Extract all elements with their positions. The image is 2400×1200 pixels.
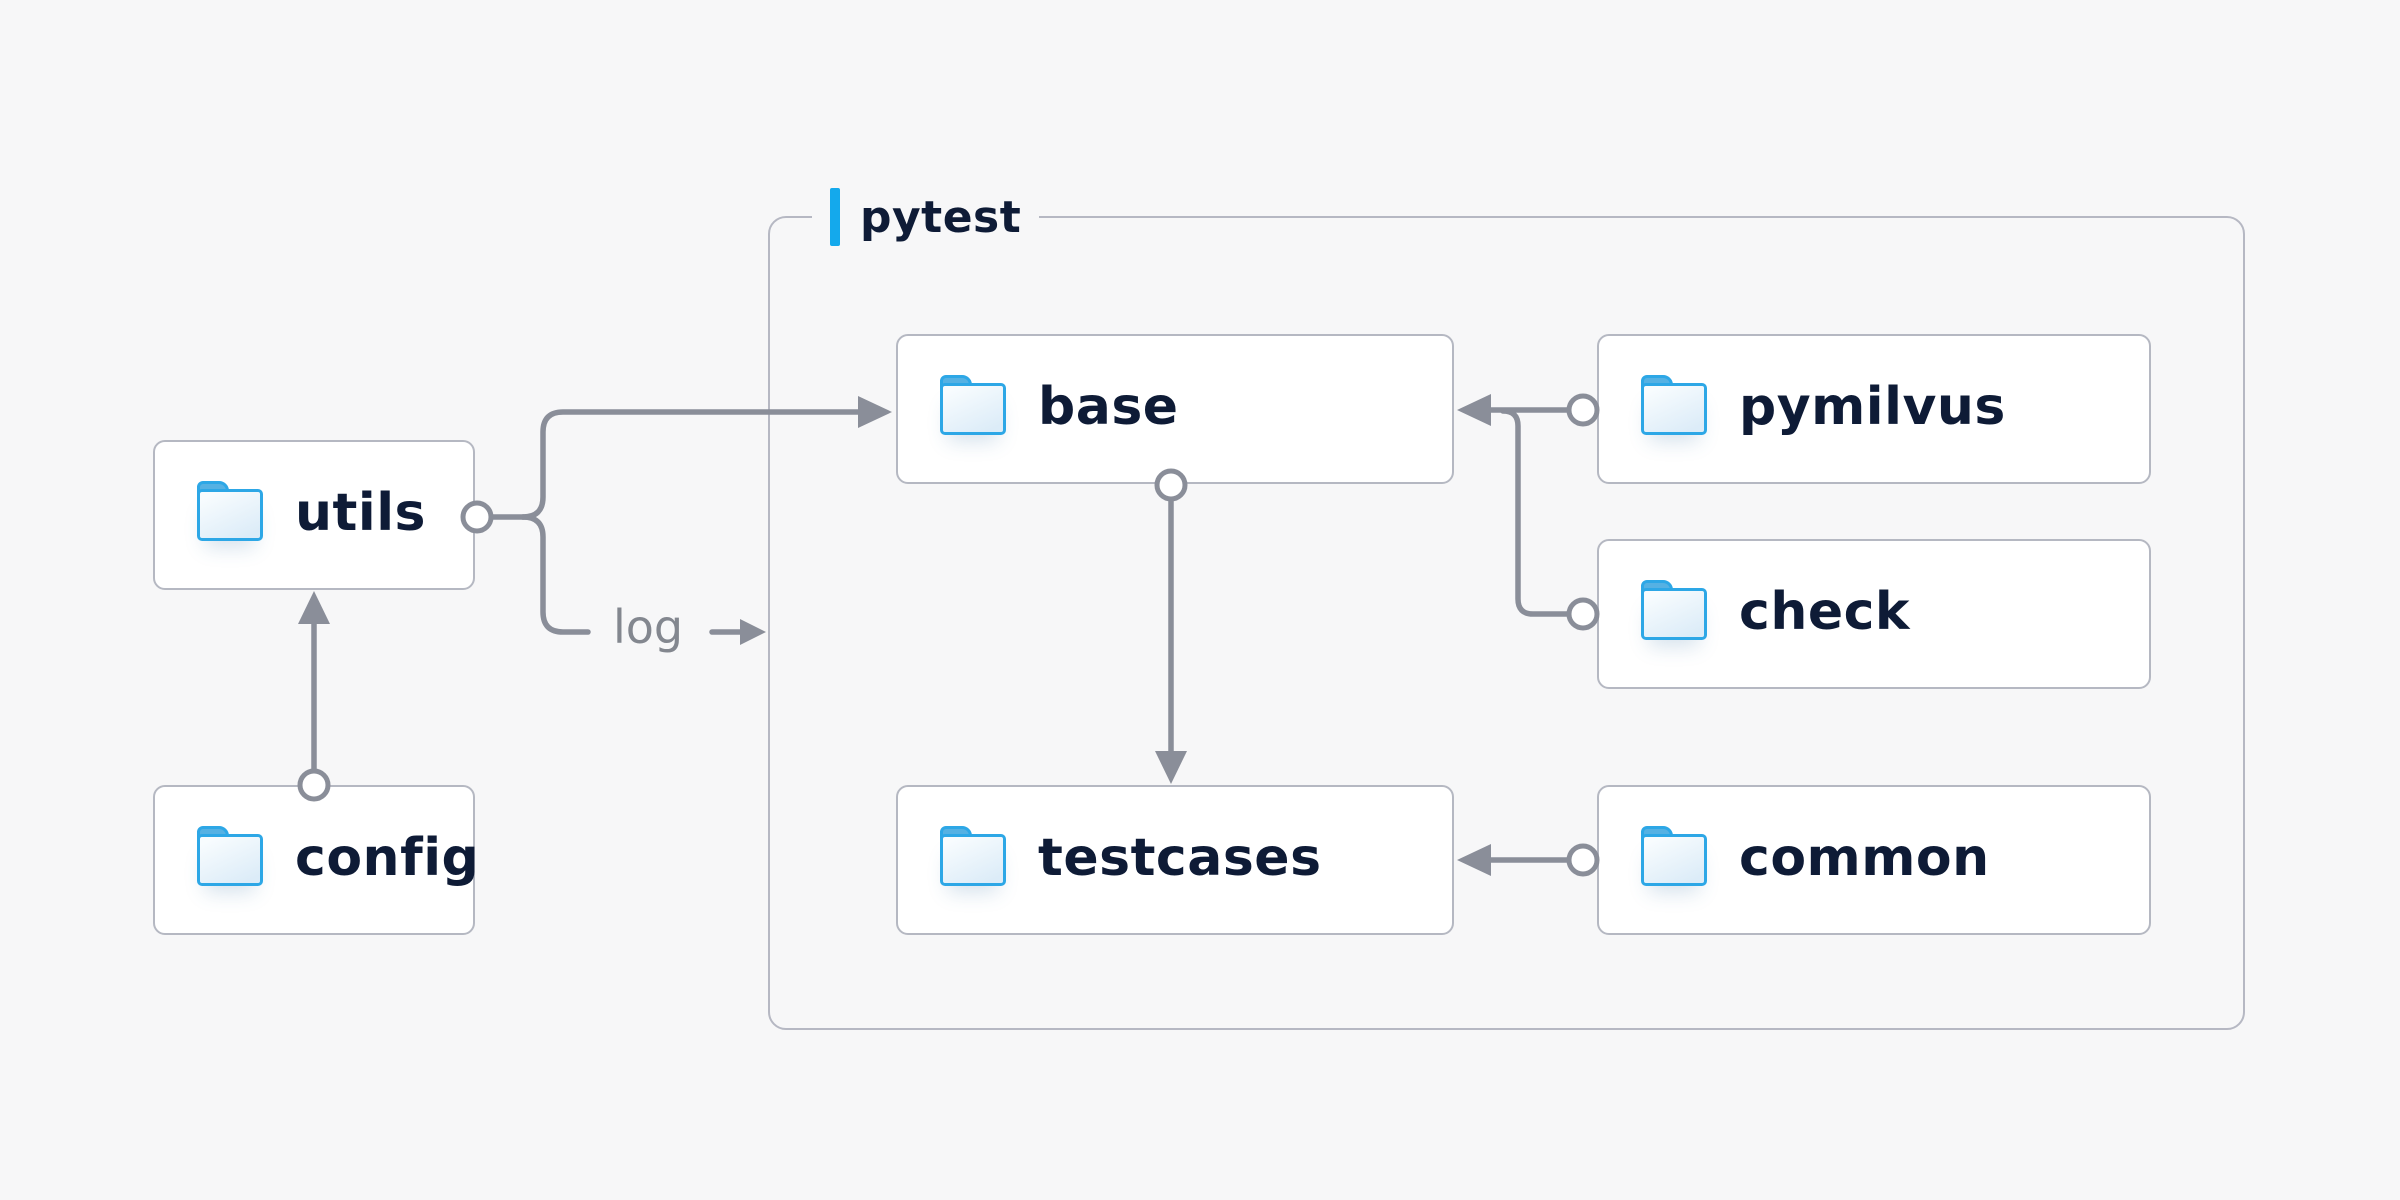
node-config: config — [153, 785, 479, 935]
edge-config-utils — [297, 591, 331, 802]
node-common-label: common — [1739, 828, 1990, 888]
folder-icon — [1641, 580, 1707, 640]
node-config-label: config — [295, 828, 480, 888]
node-pymilvus-label: pymilvus — [1739, 377, 2006, 437]
folder-icon — [940, 826, 1006, 886]
node-utils: utils — [153, 440, 475, 590]
node-base: base — [896, 334, 1454, 484]
accent-bar-icon — [830, 188, 840, 246]
node-pymilvus: pymilvus — [1597, 334, 2151, 484]
node-testcases-label: testcases — [1038, 828, 1322, 888]
node-base-label: base — [1038, 377, 1179, 437]
group-title: pytest — [860, 191, 1022, 243]
node-testcases: testcases — [896, 785, 1454, 935]
node-check: check — [1597, 539, 2151, 689]
pytest-group-label: pytest — [812, 185, 1040, 249]
folder-icon — [1641, 375, 1707, 435]
folder-icon — [940, 375, 1006, 435]
folder-icon — [197, 826, 263, 886]
node-check-label: check — [1739, 582, 1911, 642]
folder-icon — [197, 481, 263, 541]
pytest-group: pytest — [768, 185, 2245, 1030]
folder-icon — [1641, 826, 1707, 886]
node-utils-label: utils — [295, 483, 426, 543]
edge-label-log: log — [612, 600, 684, 654]
node-common: common — [1597, 785, 2151, 935]
